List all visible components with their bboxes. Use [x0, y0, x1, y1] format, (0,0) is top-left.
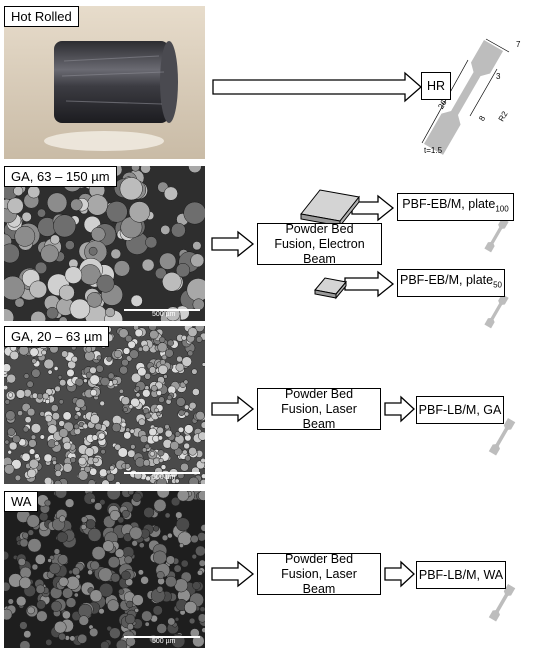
dim-radius: R2 — [496, 109, 510, 124]
process-lbm-ga-label: Powder Bed Fusion, Laser Beam — [281, 386, 357, 431]
output-plate50: PBF-EB/M, plate50 — [397, 269, 505, 297]
dim-width: 7 — [516, 40, 521, 49]
panel-label-hot-rolled: Hot Rolled — [4, 6, 79, 27]
output-plate50-label: PBF-EB/M, plate50 — [400, 273, 502, 290]
panel-label-wa: WA — [4, 491, 39, 512]
output-hr: HR — [421, 72, 451, 100]
specimen-small-4 — [488, 584, 516, 622]
panel-label-ga-fine: GA, 20 – 63 µm — [4, 326, 110, 347]
sem-ga-63-150: GA, 63 – 150 µm 500 µm — [4, 166, 205, 321]
arrow-ebm — [211, 230, 255, 258]
output-lb-wa: PBF-LB/M, WA — [416, 561, 506, 589]
output-lb-ga: PBF-LB/M, GA — [416, 396, 504, 424]
process-ebm-label: Powder Bed Fusion, Electron Beam — [274, 221, 365, 266]
output-plate100: PBF-EB/M, plate100 — [397, 193, 514, 221]
arrow-lbm-wa — [211, 560, 255, 588]
scale-bar — [124, 636, 200, 638]
dim-gauge-length: 8 — [477, 114, 488, 123]
arrow-hr — [212, 71, 422, 103]
output-plate100-label: PBF-EB/M, plate100 — [402, 197, 509, 214]
arrow-plate50 — [344, 270, 395, 298]
hot-rolled-cylinder-image — [4, 6, 205, 159]
arrow-group — [211, 71, 422, 588]
arrow-lb-wa — [384, 560, 415, 588]
arrow-lbm-ga — [211, 395, 255, 423]
arrow-lb-ga — [384, 395, 415, 423]
process-ebm: Powder Bed Fusion, Electron Beam — [257, 221, 382, 266]
panel-label-ga-coarse: GA, 63 – 150 µm — [4, 166, 117, 187]
sem-wa: WA 500 µm — [4, 491, 205, 648]
sem-image-fine-powder — [4, 326, 205, 484]
specimen-small-2 — [484, 294, 509, 329]
dim-gauge-width: 3 — [496, 72, 501, 81]
output-hr-label: HR — [426, 78, 446, 93]
plate-50 — [314, 277, 347, 300]
dim-thickness: t=1.5 — [424, 146, 443, 155]
sem-image-coarse-powder — [4, 166, 205, 321]
dim-length: 26 — [436, 98, 449, 111]
sem-image-water-atomized — [4, 491, 205, 648]
sem-ga-20-63: GA, 20 – 63 µm 500 µm — [4, 326, 205, 484]
process-lbm-wa: Powder Bed Fusion, Laser Beam — [257, 551, 381, 596]
output-lb-wa-label: PBF-LB/M, WA — [418, 567, 504, 582]
process-lbm-ga: Powder Bed Fusion, Laser Beam — [257, 386, 381, 431]
specimen-small-1 — [484, 218, 509, 253]
scale-bar — [124, 472, 200, 474]
scale-label: 500 µm — [152, 474, 176, 481]
scale-label: 500 µm — [152, 311, 176, 318]
scale-label: 500 µm — [152, 638, 176, 645]
arrow-plate100 — [351, 194, 395, 222]
hot-rolled-photo: Hot Rolled — [4, 6, 205, 159]
process-lbm-wa-label: Powder Bed Fusion, Laser Beam — [281, 551, 357, 596]
output-lb-ga-label: PBF-LB/M, GA — [418, 402, 502, 417]
scale-bar — [124, 309, 200, 311]
